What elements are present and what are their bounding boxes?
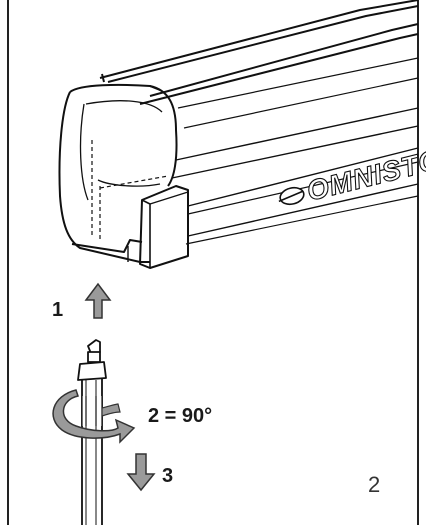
step-3-label: 3 <box>162 465 173 487</box>
step-1-label: 1 <box>52 299 63 321</box>
step-2-label: 2 = 90° <box>148 405 212 427</box>
brand-text: OMNISTO <box>304 143 426 206</box>
step-2-rotate-arrow-icon <box>52 389 136 444</box>
awning-cassette <box>58 0 419 269</box>
page-number: 2 <box>368 472 380 497</box>
step-3-down-arrow-icon <box>126 453 156 492</box>
step-1-up-arrow-icon <box>84 282 112 319</box>
